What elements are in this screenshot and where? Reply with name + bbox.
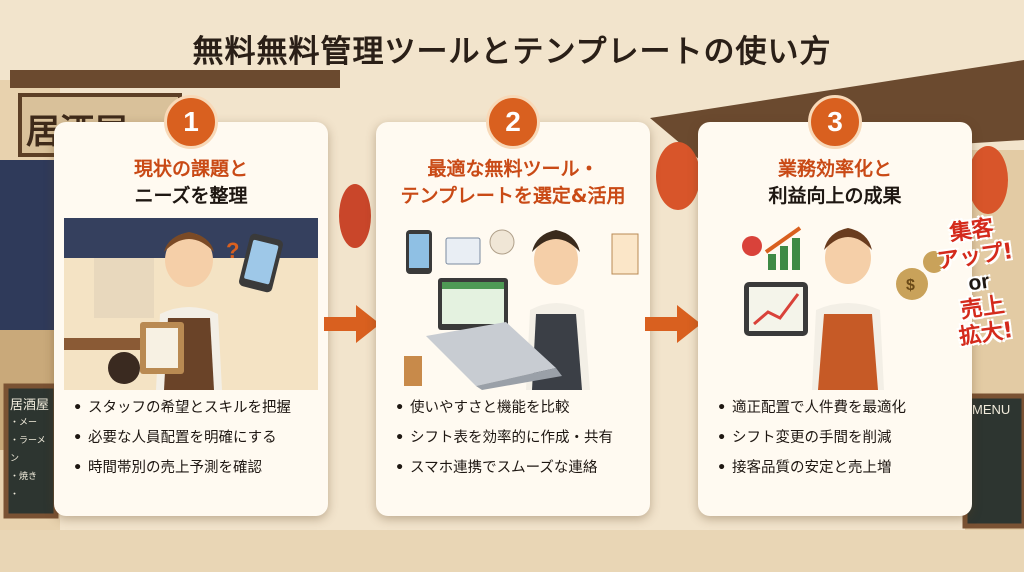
flow-arrow-right-icon bbox=[645, 305, 701, 343]
step-card-2: 2 最適な無料ツール・ テンプレートを選定&活用 使いやすさと機能を比較 シフト… bbox=[376, 95, 650, 516]
step-heading: 最適な無料ツール・ テンプレートを選定&活用 bbox=[376, 156, 650, 210]
step-heading-text: 業務効率化と bbox=[777, 158, 892, 180]
step-heading-text: テンプレートを選定&活用 bbox=[400, 185, 626, 207]
bullet-item: 接客品質の安定と売上増 bbox=[716, 458, 962, 479]
svg-text:$: $ bbox=[906, 277, 915, 294]
blackboard-title: 居酒屋 bbox=[10, 398, 50, 413]
bullet-item: シフト変更の手間を削減 bbox=[716, 428, 962, 449]
bullet-item: 使いやすさと機能を比較 bbox=[394, 398, 640, 419]
step-number-badge: 2 bbox=[486, 95, 540, 149]
bullet-item: 必要な人員配置を明確にする bbox=[72, 428, 318, 449]
blackboard-item: ・ラーメン bbox=[10, 436, 46, 464]
step-card-1: 1 現状の課題と ニーズを整理 ? スタッフの希望とスキルを把握 必要な人員配置… bbox=[54, 95, 328, 516]
step-card-3: 3 業務効率化と 利益向上の成果 $ 適正配置で人件費を最適化 シフト変更の手間… bbox=[698, 95, 972, 516]
step-bullets: 適正配置で人件費を最適化 シフト変更の手間を削減 接客品質の安定と売上増 bbox=[716, 398, 962, 488]
success-tablet-illustration: $ bbox=[708, 218, 962, 390]
laptop-work-illustration bbox=[386, 218, 640, 390]
step-number-badge: 3 bbox=[808, 95, 862, 149]
step-heading-line1: 業務効率化と bbox=[698, 156, 972, 183]
blackboard-item: ・ bbox=[10, 490, 20, 500]
menu-board-title: MENU bbox=[972, 402, 1011, 417]
step-heading: 業務効率化と 利益向上の成果 bbox=[698, 156, 972, 210]
bullet-item: スタッフの希望とスキルを把握 bbox=[72, 398, 318, 419]
step-heading-line2: ニーズを整理 bbox=[134, 185, 248, 207]
bullet-item: シフト表を効率的に作成・共有 bbox=[394, 428, 640, 449]
step-bullets: 使いやすさと機能を比較 シフト表を効率的に作成・共有 スマホ連携でスムーズな連絡 bbox=[394, 398, 640, 488]
bullet-item: スマホ連携でスムーズな連絡 bbox=[394, 458, 640, 479]
step-heading-line1: 最適な無料ツール・ bbox=[376, 156, 650, 183]
flow-arrow-right-icon bbox=[324, 305, 380, 343]
blackboard-item: ・メー bbox=[10, 418, 38, 428]
step-heading-line2: 利益向上の成果 bbox=[768, 185, 902, 207]
staff-thinking-illustration: ? bbox=[64, 218, 318, 390]
step-heading-line2: テンプレートを選定&活用 bbox=[376, 183, 650, 210]
step-heading-text: 最適な無料ツール・ bbox=[427, 158, 599, 180]
result-callout: 集客 アップ! or 売上 拡大! bbox=[925, 212, 1024, 353]
step-heading-text: 現状の課題と bbox=[133, 158, 248, 180]
svg-text:?: ? bbox=[226, 238, 239, 263]
step-bullets: スタッフの希望とスキルを把握 必要な人員配置を明確にする 時間帯別の売上予測を確… bbox=[72, 398, 318, 488]
step-number-badge: 1 bbox=[164, 95, 218, 149]
blackboard-items: ・メー ・ラーメン ・焼き ・ bbox=[10, 414, 54, 504]
bullet-item: 時間帯別の売上予測を確認 bbox=[72, 458, 318, 479]
step-heading: 現状の課題と ニーズを整理 bbox=[54, 156, 328, 210]
step-heading-line1: 現状の課題と bbox=[54, 156, 328, 183]
bullet-item: 適正配置で人件費を最適化 bbox=[716, 398, 962, 419]
page-title: 無料無料管理ツールとテンプレートの使い方 bbox=[192, 34, 832, 70]
blackboard-item: ・焼き bbox=[10, 472, 38, 482]
